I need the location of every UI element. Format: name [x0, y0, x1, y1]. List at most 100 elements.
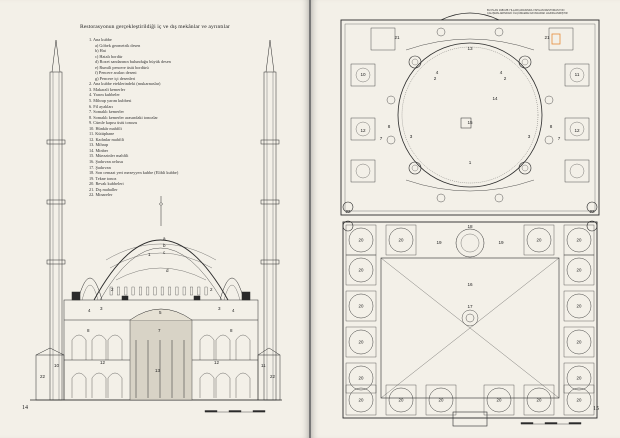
plan-label-7b: 7 — [558, 136, 561, 141]
portico-dome-label: 20 — [359, 238, 364, 243]
label-3: 3 — [100, 306, 103, 311]
legend-item: 12. Kadınlar mahfili — [89, 136, 124, 142]
plan-label-3: 3 — [410, 134, 413, 139]
left-page: Restorasyonun gerçekleştirildiği iç ve d… — [0, 0, 309, 438]
plan-label-4: 4 — [436, 70, 439, 75]
label-13: 13 — [155, 368, 161, 373]
label-11: 11 — [261, 363, 266, 368]
portico-dome-label: 20 — [577, 304, 582, 309]
portico-dome-label: 20 — [359, 304, 364, 309]
legend-item: 3. Makarali kemerler — [89, 86, 126, 92]
label-a: a — [163, 236, 166, 241]
label-7: 7 — [158, 328, 161, 333]
legend-item: b) Hat — [95, 48, 106, 54]
portico-dome-label: 20 — [359, 340, 364, 345]
plan-label-12b: 12 — [574, 128, 580, 133]
portico-dome-label: 20 — [537, 238, 542, 243]
legend-item: 2. Ana kubbe eteklerindeki (mukarnaslar) — [89, 81, 161, 87]
legend-item: 7. Somaklı kemerler — [89, 109, 124, 115]
label-5: 5 — [159, 310, 162, 315]
legend-title: Restorasyonun gerçekleştirildiği iç ve d… — [80, 24, 230, 30]
plan-label-1: 1 — [469, 160, 472, 165]
portico-dome-label: 20 — [577, 268, 582, 273]
plan-label-22: 22 — [345, 209, 351, 214]
plan-label-19: 19 — [436, 240, 442, 245]
legend-item: d) Rozet sandarının bulunduğu büyük dese… — [95, 59, 171, 65]
left-minaret — [46, 39, 66, 401]
legend-item: a) Göbek geometrik desen — [95, 42, 141, 48]
portico-dome-label: 20 — [497, 398, 502, 403]
right-minaret — [260, 39, 280, 401]
plan-label-2b: 2 — [504, 76, 507, 81]
label-4b: 4 — [232, 308, 235, 313]
page-number-left: 14 — [22, 405, 28, 411]
gutter — [309, 0, 311, 438]
label-22b: 22 — [270, 374, 276, 379]
legend-item: 13. Mihrap — [89, 142, 109, 148]
legend-item: 18. Son cemaat yeri mezeyyen kubbe (Elib… — [89, 170, 179, 176]
plan-label-2: 2 — [434, 76, 437, 81]
label-2: 2 — [111, 287, 114, 292]
label-b: b — [163, 243, 166, 248]
plan-label-17: 17 — [467, 304, 473, 309]
plan-label-18: 18 — [467, 224, 473, 229]
plan-label-21b: 21 — [544, 35, 550, 40]
legend-item: 14. Minber — [89, 147, 109, 153]
legend-item: 17. Şadırvan — [89, 164, 111, 170]
mosque-section-drawing: a b c d 1 2 2 3 3 4 4 5 7 8 8 10 11 12 1… — [30, 39, 282, 413]
legend-item: 22. Minareler — [89, 192, 113, 198]
legend-item: 5. Mihrap yarım kubbesi — [89, 98, 132, 104]
label-22a: 22 — [40, 374, 46, 379]
plan-label-8: 8 — [388, 124, 391, 129]
plan-label-16: 16 — [467, 282, 473, 287]
scale-bar-right — [520, 422, 582, 425]
legend-item: 6. Fil ayakları — [89, 103, 113, 109]
portico-dome-label: 20 — [439, 398, 444, 403]
plan-label-12: 12 — [360, 128, 366, 133]
portico-dome-label: 20 — [577, 340, 582, 345]
legend-item: 21. Dış mahaller — [89, 186, 118, 192]
portico-dome-label: 20 — [359, 398, 364, 403]
label-3b: 3 — [218, 306, 221, 311]
plan-label-15: 15 — [467, 120, 473, 125]
legend-item: 1. Ana kubbe — [89, 37, 112, 42]
legend-item: e) Rumili pencere üstü bordürü — [95, 64, 149, 70]
legend-item: 11. Kütüphane — [89, 131, 115, 137]
legend-item: 19. Tekne tonoz — [89, 175, 117, 181]
legend-item: f) Pencere araları deseni — [95, 70, 137, 76]
label-8b: 8 — [230, 328, 233, 333]
portico-dome-label: 20 — [359, 268, 364, 273]
legend-item: g) Pencere içi desenleri — [95, 75, 136, 81]
plan-label-13: 13 — [467, 46, 473, 51]
mosque-floor-plan: 1 2 2 3 3 4 4 7 7 8 8 10 11 12 12 13 14 … — [340, 12, 600, 427]
plan-label-14: 14 — [492, 96, 498, 101]
label-d: d — [166, 268, 169, 273]
plan-label-4b: 4 — [500, 70, 503, 75]
portico-dome-label: 20 — [577, 398, 582, 403]
building-body — [35, 291, 281, 401]
label-12b: 12 — [214, 360, 220, 365]
legend-item: 8. Somaklı kemerler arasındaki tonozlar — [89, 114, 158, 120]
plan-label-7: 7 — [380, 136, 383, 141]
portico-dome-label: 20 — [577, 238, 582, 243]
plan-label-19b: 19 — [498, 240, 504, 245]
label-12: 12 — [100, 360, 106, 365]
label-c: c — [163, 250, 166, 255]
plan-label-11: 11 — [575, 72, 580, 77]
portico-dome-label: 20 — [399, 238, 404, 243]
portico-dome-label: 20 — [399, 398, 404, 403]
plan-label-22b: 22 — [589, 209, 595, 214]
legend-item: 4. Yarım kubbeler — [89, 92, 120, 98]
portico-dome-label: 20 — [537, 398, 542, 403]
portico-dome-label: 20 — [359, 376, 364, 381]
scale-bar-left — [204, 410, 266, 413]
plan-label-21: 21 — [394, 35, 400, 40]
plan-label-10: 10 — [360, 72, 366, 77]
legend-item: 9. Cümle kapısı üstü tonozu — [89, 120, 138, 126]
legend-item: 16. Şadırvan avlusu — [89, 159, 124, 165]
label-10: 10 — [54, 363, 60, 368]
label-8: 8 — [87, 328, 90, 333]
plan-label-3b: 3 — [528, 134, 531, 139]
